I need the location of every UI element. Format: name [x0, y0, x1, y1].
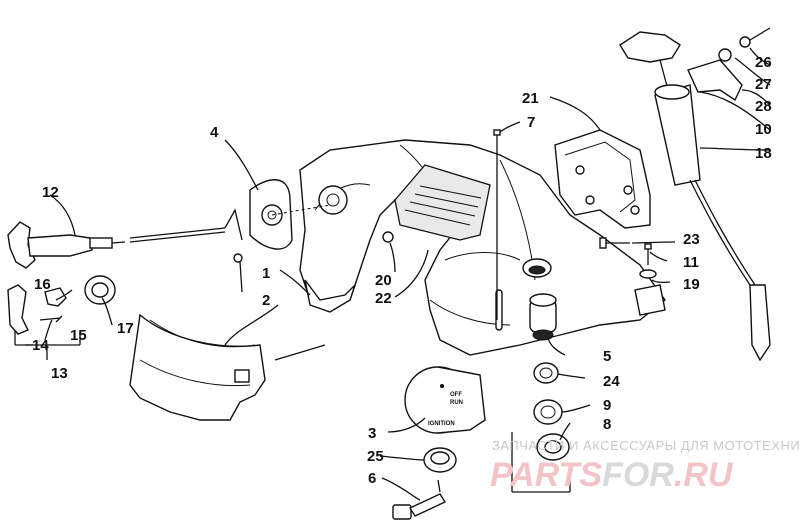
lower-cover [129, 313, 326, 421]
callout-14: 14 [32, 337, 49, 354]
ignition-key [392, 479, 447, 520]
callout-8: 8 [603, 416, 611, 433]
callout-27: 27 [755, 76, 772, 93]
screw-11 [644, 243, 652, 265]
callout-7: 7 [527, 114, 535, 131]
callout-16: 16 [34, 276, 51, 293]
callout-numbers: 1 2 3 4 5 6 7 8 9 10 11 12 13 14 15 16 1… [32, 54, 772, 487]
callout-17: 17 [117, 320, 134, 337]
washer-19 [634, 269, 666, 316]
callout-12: 12 [42, 184, 59, 201]
grommet-20 [382, 231, 394, 243]
callout-24: 24 [603, 373, 620, 390]
callout-9: 9 [603, 397, 611, 414]
callout-2: 2 [262, 292, 270, 309]
ignition-nut [423, 447, 457, 473]
callout-6: 6 [368, 470, 376, 487]
callout-13: 13 [51, 365, 68, 382]
screw-7 [493, 129, 501, 320]
callout-15: 15 [70, 327, 87, 344]
callout-20: 20 [375, 272, 392, 289]
watermark-logo-ru: .RU [674, 456, 734, 494]
callout-22: 22 [375, 290, 392, 307]
callout-3: 3 [368, 425, 376, 442]
watermark: ЗАПЧАСТИ И АКСЕССУАРЫ ДЛЯ МОТОТЕХНИКИ PA… [490, 438, 800, 494]
ignition-switch-plate: OFF RUN IGNITION [404, 366, 486, 434]
callout-10: 10 [755, 121, 772, 138]
brake-lever-kit [7, 284, 81, 360]
watermark-caption: ЗАПЧАСТИ И АКСЕССУАРЫ ДЛЯ МОТОТЕХНИКИ [492, 438, 800, 453]
primer-pump [619, 27, 771, 362]
kill-switch-stack [511, 293, 571, 493]
switch-label-off: OFF [450, 392, 462, 398]
switch-label-run: RUN [450, 400, 463, 406]
throttle-lever-assembly [7, 208, 243, 293]
callout-21: 21 [522, 90, 539, 107]
callout-26: 26 [755, 54, 772, 71]
callout-5: 5 [603, 348, 611, 365]
watermark-logo-parts: PARTS [490, 456, 602, 494]
callout-11: 11 [683, 254, 699, 271]
callout-1: 1 [262, 265, 270, 282]
callout-23: 23 [683, 231, 700, 248]
switch-label-ignition: IGNITION [428, 421, 455, 427]
screw-23 [599, 237, 630, 249]
watermark-logo: PARTSFOR.RU [490, 456, 734, 494]
leader-lines [25, 47, 771, 501]
mount-plate [249, 179, 331, 250]
watermark-logo-for: FOR [602, 456, 674, 494]
mount-bracket [554, 129, 651, 229]
callout-25: 25 [367, 448, 384, 465]
callout-18: 18 [755, 145, 772, 162]
callout-19: 19 [683, 276, 700, 293]
handlebar-housing [299, 139, 666, 356]
callout-4: 4 [210, 124, 219, 141]
lock-nut [84, 275, 116, 305]
callout-28: 28 [755, 98, 772, 115]
